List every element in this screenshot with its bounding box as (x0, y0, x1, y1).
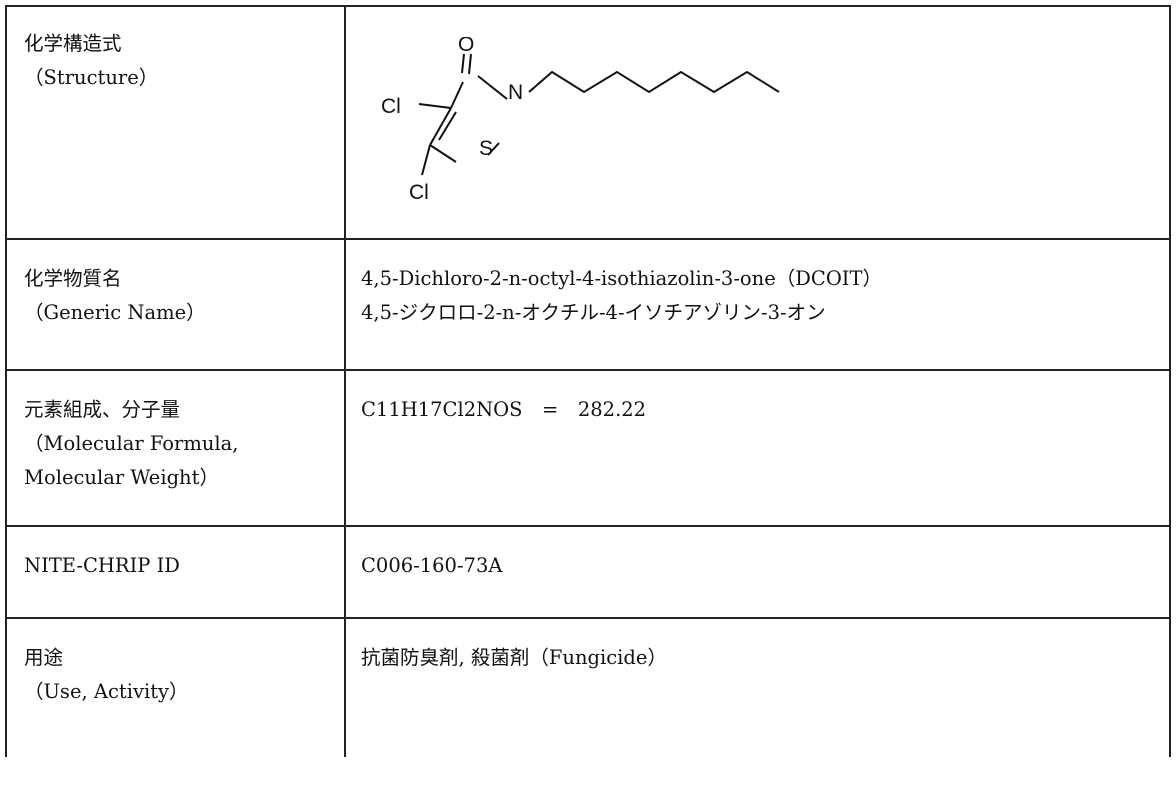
value-use: 抗菌防臭剤, 殺菌剤（Fungicide） (344, 617, 1171, 757)
bond-c3-n (477, 75, 508, 100)
nite-chrip-id: C006-160-73A (361, 554, 503, 577)
label-formula-ja: 元素組成、分子量 (24, 398, 181, 421)
value-structure: O N S Cl Cl (344, 5, 1171, 240)
bond-c4-c5 (429, 107, 452, 146)
atom-nitrogen: N (508, 81, 523, 104)
label-formula-en-1: （Molecular Formula, (24, 432, 239, 455)
bond-c3-c4 (450, 81, 464, 109)
atom-oxygen: O (458, 37, 474, 56)
label-use-ja: 用途 (24, 646, 64, 669)
label-generic-name-en: （Generic Name） (24, 301, 206, 324)
bond-c5-s (429, 144, 457, 163)
row-structure: 化学構造式 （Structure） (5, 5, 1171, 240)
row-nite-chrip-id: NITE-CHRIP ID C006-160-73A (5, 525, 1171, 619)
row-use: 用途 （Use, Activity） 抗菌防臭剤, 殺菌剤（Fungicide） (5, 617, 1171, 757)
bond-s-n (487, 142, 500, 156)
chemical-info-table: 化学構造式 （Structure） (5, 5, 1171, 757)
bond-c3-o-double (468, 53, 472, 75)
atom-chlorine-2: Cl (409, 181, 429, 204)
atom-sulfur: S (479, 137, 493, 160)
bond-c3-o (461, 53, 465, 74)
label-structure: 化学構造式 （Structure） (5, 5, 346, 240)
label-structure-ja: 化学構造式 (24, 32, 122, 55)
label-molecular-formula: 元素組成、分子量 （Molecular Formula, Molecular W… (5, 369, 346, 527)
label-structure-en: （Structure） (24, 66, 159, 89)
value-generic-name: 4,5-Dichloro-2-n-octyl-4-isothiazolin-3-… (344, 238, 1171, 371)
value-nite-chrip-id: C006-160-73A (344, 525, 1171, 619)
molecular-formula-weight: C11H17Cl2NOS = 282.22 (361, 398, 647, 421)
chemical-structure-diagram: O N S Cl Cl (381, 37, 780, 204)
atom-chlorine-1: Cl (381, 95, 401, 118)
label-generic-name-ja: 化学物質名 (24, 267, 122, 290)
generic-name-english: 4,5-Dichloro-2-n-octyl-4-isothiazolin-3-… (361, 267, 883, 290)
octyl-chain (528, 70, 780, 94)
bond-c4-c5-double (438, 111, 457, 141)
label-use-en: （Use, Activity） (24, 680, 189, 703)
generic-name-japanese: 4,5-ジクロロ-2-n-オクチル-4-イソチアゾリン-3-オン (361, 301, 826, 324)
label-nite-chrip-id: NITE-CHRIP ID (5, 525, 346, 619)
label-generic-name: 化学物質名 （Generic Name） (5, 238, 346, 371)
value-molecular-formula: C11H17Cl2NOS = 282.22 (344, 369, 1171, 527)
row-molecular-formula: 元素組成、分子量 （Molecular Formula, Molecular W… (5, 369, 1171, 527)
bond-c5-cl (421, 144, 431, 176)
row-generic-name: 化学物質名 （Generic Name） 4,5-Dichloro-2-n-oc… (5, 238, 1171, 371)
label-formula-en-2: Molecular Weight） (24, 466, 219, 489)
use-activity: 抗菌防臭剤, 殺菌剤（Fungicide） (361, 646, 667, 669)
bond-c4-cl (418, 103, 452, 109)
label-use: 用途 （Use, Activity） (5, 617, 346, 757)
label-id-text: NITE-CHRIP ID (24, 554, 180, 577)
